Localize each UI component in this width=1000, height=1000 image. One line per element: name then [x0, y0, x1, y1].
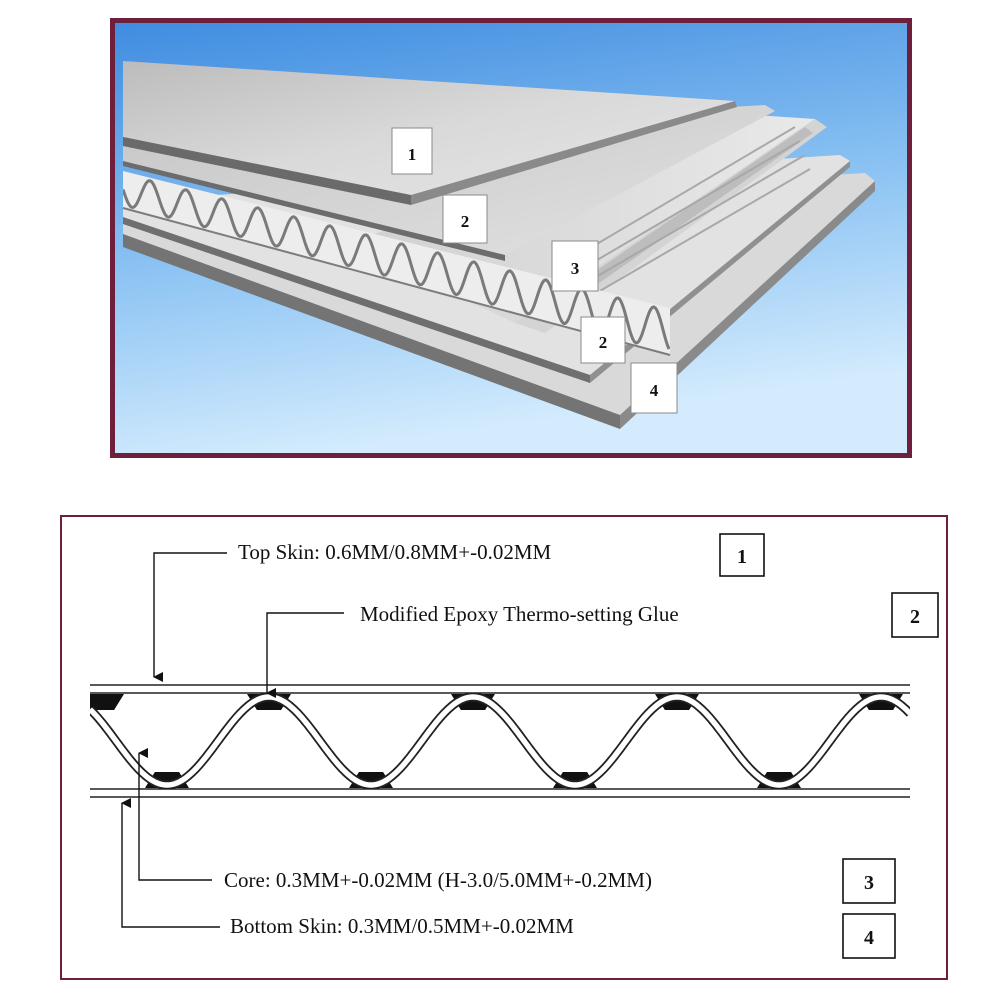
number-box-1: 1 [719, 533, 765, 577]
number-box-3: 3 [842, 858, 896, 904]
glue-fillet [80, 694, 124, 710]
layered-panel-illustration: 1 2 3 2 4 [115, 23, 907, 453]
svg-text:4: 4 [650, 381, 659, 400]
label-glue: Modified Epoxy Thermo-setting Glue [360, 602, 679, 626]
right-mask [910, 517, 946, 978]
leader-glue [266, 612, 344, 698]
core-wave-line [123, 179, 670, 350]
svg-text:1: 1 [408, 145, 417, 164]
leader-core [138, 748, 212, 881]
label-core: Core: 0.3MM+-0.02MM (H-3.0/5.0MM+-0.2MM) [224, 868, 652, 892]
core-wave-inner [88, 694, 912, 788]
leader-bottom-skin [121, 798, 220, 928]
cross-section-diagram: Top Skin: 0.6MM/0.8MM+-0.02MM Modified E… [62, 517, 946, 978]
panel-cross-section: Top Skin: 0.6MM/0.8MM+-0.02MM Modified E… [60, 515, 948, 980]
svg-text:3: 3 [864, 872, 874, 894]
top-skin-lines [90, 684, 910, 694]
tag-layer-bottom: 4 [630, 362, 678, 414]
panel-illustration: 1 2 3 2 4 [110, 18, 912, 458]
number-box-2: 2 [891, 592, 939, 638]
svg-text:2: 2 [461, 212, 470, 231]
bottom-skin-lines [90, 788, 910, 798]
svg-text:2: 2 [599, 333, 608, 352]
label-top-skin: Top Skin: 0.6MM/0.8MM+-0.02MM [238, 540, 551, 564]
svg-text:2: 2 [910, 606, 920, 628]
left-mask [62, 517, 90, 978]
leader-top-skin [153, 552, 227, 682]
svg-text:4: 4 [864, 927, 874, 949]
label-bottom-skin: Bottom Skin: 0.3MM/0.5MM+-0.02MM [230, 914, 574, 938]
tag-layer-glue-lower: 2 [580, 316, 626, 364]
tag-layer-glue-upper: 2 [442, 194, 488, 244]
number-box-4: 4 [842, 913, 896, 959]
tag-layer-top: 1 [391, 127, 433, 175]
svg-text:1: 1 [737, 546, 747, 568]
tag-layer-core: 3 [551, 240, 599, 292]
svg-text:3: 3 [571, 259, 580, 278]
